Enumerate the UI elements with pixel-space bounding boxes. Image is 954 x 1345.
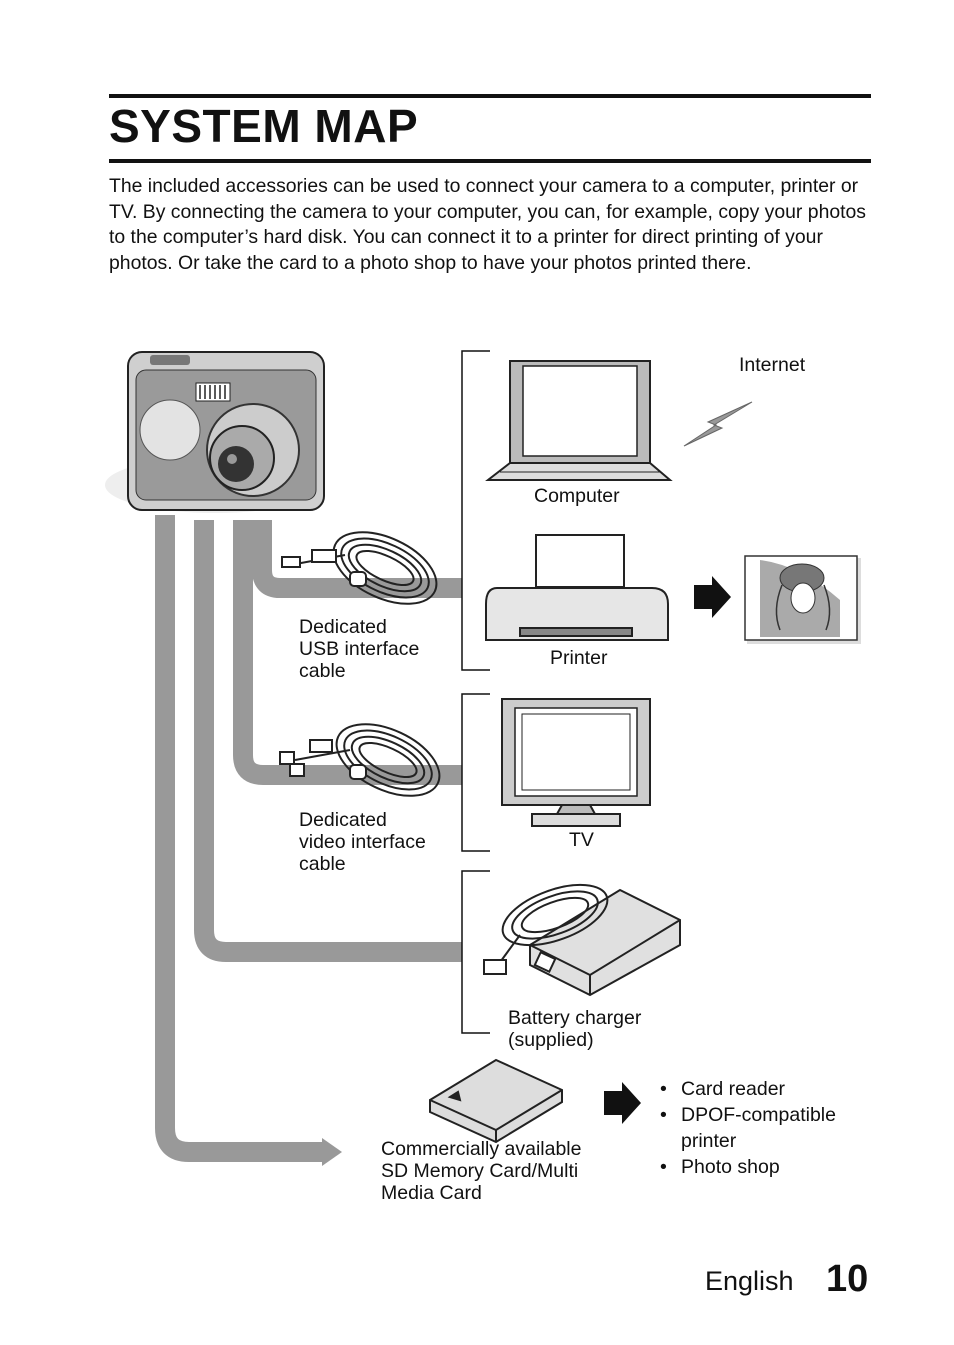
list-item: Photo shop <box>660 1154 836 1180</box>
computer-illustration <box>485 360 673 481</box>
page-title: SYSTEM MAP <box>109 100 419 152</box>
usb-connection-line <box>252 520 462 598</box>
card-connection-line <box>155 515 325 1162</box>
charger-connection-line <box>194 520 462 962</box>
internet-label: Internet <box>739 354 806 376</box>
intro-paragraph: The included accessories can be used to … <box>109 175 867 274</box>
battery-charger-illustration <box>483 883 681 997</box>
card-arrowhead <box>322 1138 342 1166</box>
printed-photo-image <box>744 555 861 644</box>
camera-illustration <box>105 351 325 513</box>
lightning-icon <box>683 401 753 447</box>
computer-label: Computer <box>534 485 620 507</box>
list-item: DPOF-compatible printer <box>660 1102 836 1154</box>
printer-label: Printer <box>550 647 608 669</box>
video-cable-illustration <box>279 723 441 797</box>
card-uses-list: Card reader DPOF-compatible printer Phot… <box>660 1076 836 1180</box>
title-bottom-rule <box>109 159 871 163</box>
memory-card-illustration <box>429 1058 563 1144</box>
tv-bracket <box>461 693 490 852</box>
title-top-rule <box>109 94 871 98</box>
charger-bracket <box>461 870 490 1034</box>
page-number: 10 <box>826 1258 869 1300</box>
video-cable-label: Dedicated video interface cable <box>299 809 426 875</box>
list-item: Card reader <box>660 1076 836 1102</box>
footer-language: English <box>705 1266 794 1296</box>
usb-cable-label: Dedicated USB interface cable <box>299 616 420 682</box>
printer-illustration <box>485 534 669 641</box>
tv-label: TV <box>569 829 594 851</box>
tv-illustration <box>501 698 651 827</box>
computer-printer-bracket <box>461 350 490 671</box>
card-uses-arrow-icon <box>604 1082 641 1124</box>
brackets <box>461 350 490 1034</box>
connection-lines <box>155 515 462 1162</box>
memory-card-label: Commercially available SD Memory Card/Mu… <box>381 1138 582 1204</box>
battery-charger-label: Battery charger (supplied) <box>508 1007 642 1051</box>
usb-cable-illustration <box>281 531 438 605</box>
video-connection-line <box>233 520 462 785</box>
print-arrow-icon <box>694 576 731 618</box>
